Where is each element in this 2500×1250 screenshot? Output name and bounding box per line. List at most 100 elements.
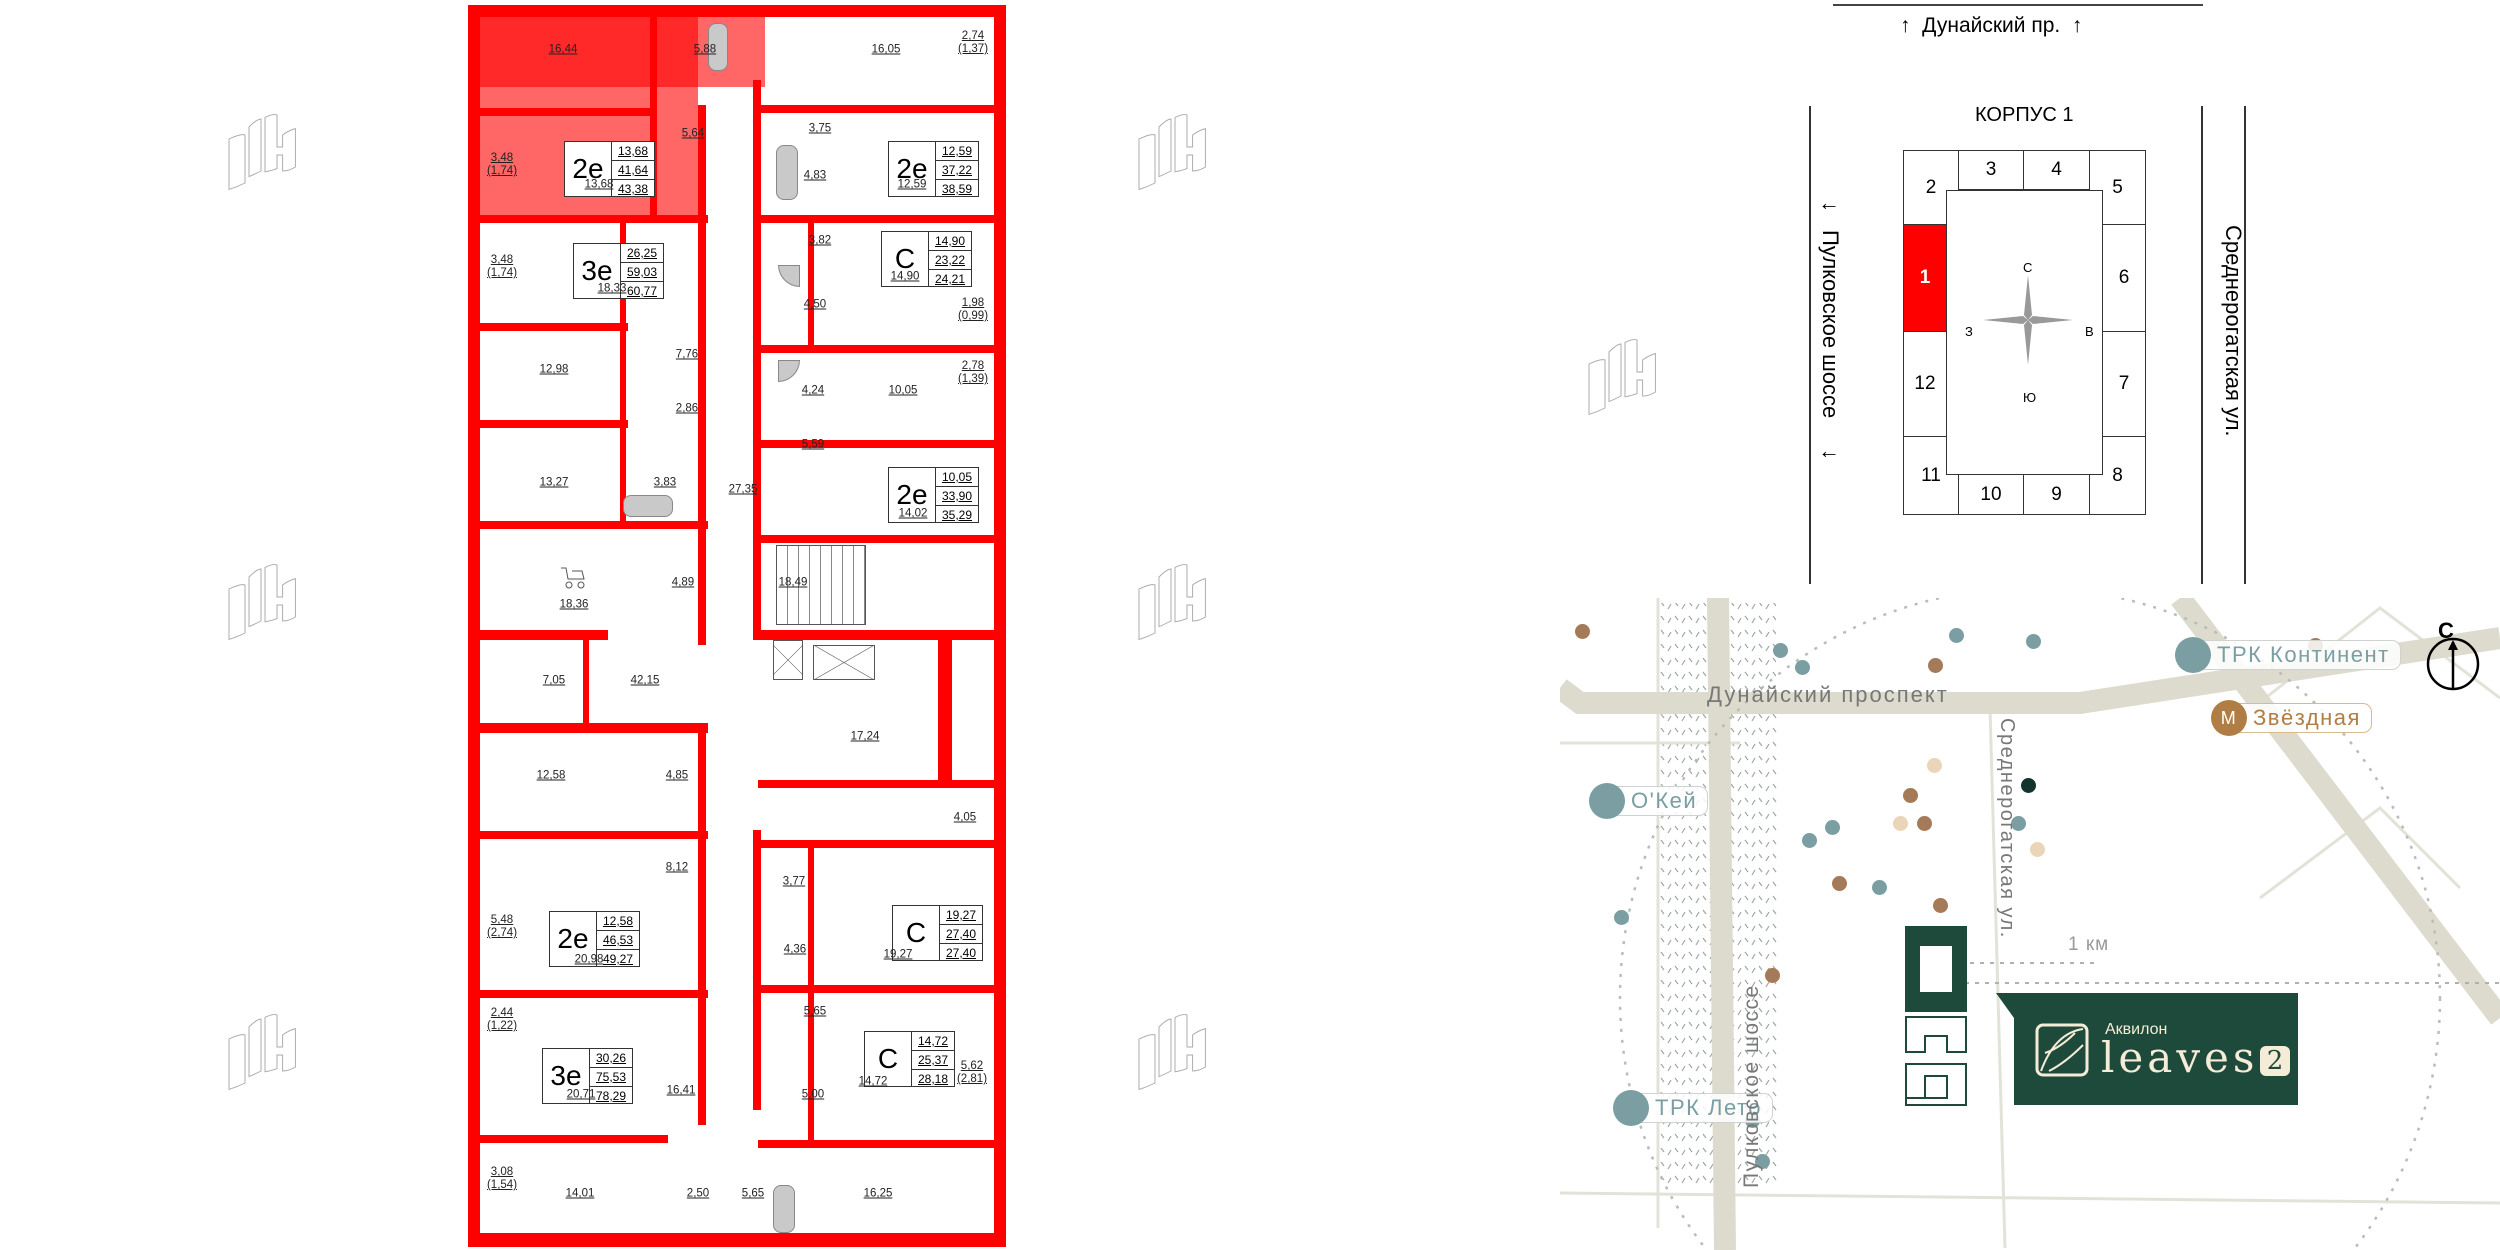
street-line [2244,106,2246,584]
wall [758,1140,1006,1148]
section-12[interactable]: 12 [1903,331,1947,437]
bathtub-icon [773,1185,795,1233]
wall [758,780,1006,788]
room-area: 4,50 [803,298,827,311]
scale-label: 1 км [2068,934,2110,955]
street-top-label: ↑ Дунайский пр. ↑ [1900,14,2083,37]
room-area: 5,65 [803,1005,827,1018]
section-9[interactable]: 9 [2023,474,2090,515]
map-marker [1928,658,1943,673]
section-3[interactable]: 3 [1958,150,2024,190]
wall [468,5,480,1247]
living-area: 14,90 [929,232,972,251]
room-area: 20,71 [566,1088,596,1101]
room-area: 14,90 [890,270,920,283]
wall [583,630,589,730]
compass-rose-icon [1983,275,2073,365]
room-area: 18,36 [559,598,589,611]
total-area-balcony: 35,29 [942,508,973,522]
balcony-area: 1,98(0,99) [957,297,989,322]
room-area: 14,01 [565,1187,595,1200]
room-area: 16,25 [863,1187,893,1200]
room-area: 4,24 [801,384,825,397]
wall [468,420,628,428]
section-10[interactable]: 10 [1958,474,2024,515]
brand-top: Аквилон [2105,1021,2168,1038]
section-6[interactable]: 6 [2102,224,2146,332]
compass-east: В [2085,324,2094,339]
compass-west: З [1965,324,1973,339]
total-area: 46,53 [597,931,640,950]
wall [620,223,626,523]
room-area: 2,50 [686,1187,710,1200]
wall [468,215,708,223]
map-marker [2021,778,2036,793]
wall [698,105,706,645]
poi-trk-leto[interactable]: ТРК Лето [1613,1090,1774,1126]
room-area: 5,65 [741,1187,765,1200]
street-line [1833,4,2203,6]
brand-name: leaves [2101,1033,2259,1082]
room-area: 18,33 [597,282,627,295]
brand-number: 2 [2260,1046,2290,1076]
living-area: 12,59 [936,142,979,161]
watermark-logo-icon [228,1014,296,1091]
compass-south: Ю [2023,390,2037,405]
brand-banner[interactable]: Аквилон leaves 2 [2015,993,2298,1105]
wall [758,215,1006,223]
wall [808,840,814,1140]
wall [758,840,1006,848]
total-area-balcony: 49,27 [603,952,634,966]
balcony-area: 5,62(2,81) [956,1060,988,1085]
wall [650,17,657,217]
north-label: С [2438,618,2454,643]
shower-icon [778,360,800,382]
map-marker [1802,833,1817,848]
room-area: 12,58 [536,769,566,782]
poi-trk-kontinent[interactable]: ТРК Континент [2175,637,2401,673]
room-area: 5,88 [693,43,717,56]
wall [468,831,708,839]
living-area: 13,68 [612,142,655,161]
wall [468,1233,1006,1247]
compass-north: С [2023,260,2033,275]
living-area: 19,27 [940,906,983,925]
section-7[interactable]: 7 [2102,331,2146,437]
room-area: 5,64 [681,127,705,140]
wall [758,630,1006,640]
map-marker [1893,816,1908,831]
total-area: 59,03 [621,263,664,282]
watermark-logo-icon [228,564,296,641]
watermark-logo-icon [1138,564,1206,641]
balcony-area: 3,08(1,54) [486,1166,518,1191]
elevator-shaft [773,640,803,680]
map-marker [1773,643,1788,658]
wall [468,1135,668,1143]
building-title: КОРПУС 1 [1975,104,2074,126]
wall [938,640,952,780]
poi-okey[interactable]: О'Кей [1589,783,1709,819]
room-area: 4,89 [671,576,695,589]
street-line [1809,106,1811,584]
section-1[interactable]: 1 [1903,224,1947,332]
wall [753,80,761,640]
map-roads [1560,598,2500,1250]
section-4[interactable]: 4 [2023,150,2090,190]
room-area: 4,36 [783,943,807,956]
key-plan: 2 3 4 5 1 6 12 7 11 10 9 8 С Ю З В [1903,150,2146,515]
wall [758,105,1006,113]
watermark-logo-icon [1138,114,1206,191]
room-area: 4,05 [953,811,977,824]
map-marker [1795,660,1810,675]
